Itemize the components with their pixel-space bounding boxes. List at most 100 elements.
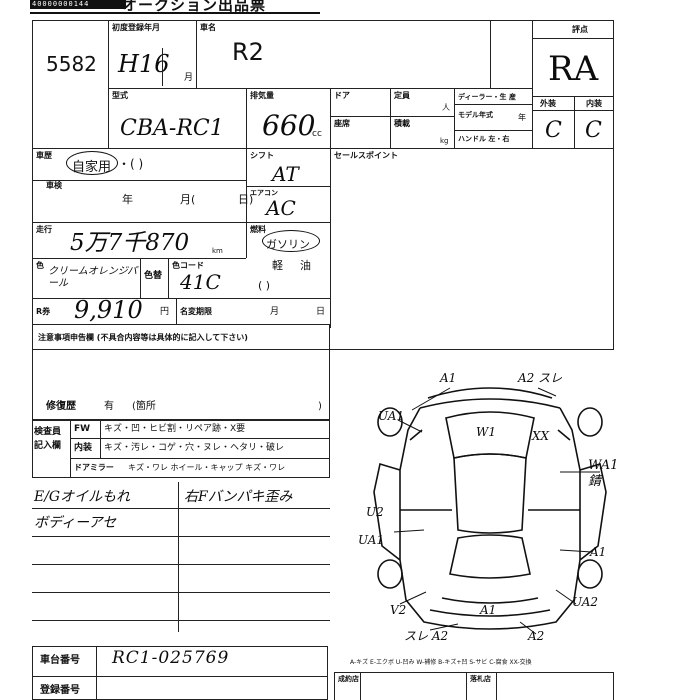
registration-label: 登録番号 bbox=[40, 685, 80, 696]
grid-line bbox=[108, 20, 109, 148]
first-registration-value: H16 bbox=[118, 50, 170, 78]
grid-line bbox=[140, 258, 141, 298]
inspector-row-head: 内装 bbox=[74, 443, 93, 453]
grid-line bbox=[32, 258, 246, 259]
repair-close: ) bbox=[318, 401, 322, 412]
grid-line bbox=[454, 88, 455, 148]
repair-yes: 有 bbox=[104, 401, 114, 412]
damage-mark: A2 bbox=[528, 629, 545, 643]
grade-interior-label: 内装 bbox=[586, 99, 602, 108]
inspector-row-text: キズ・凹・ヒビ割・リペア跡・X要 bbox=[104, 424, 246, 434]
grid-line bbox=[176, 298, 177, 324]
grid-line bbox=[496, 672, 497, 700]
damage-mark: スレ A2 bbox=[404, 629, 449, 643]
load-unit: kg bbox=[440, 137, 449, 145]
usage-label: 車歴 bbox=[36, 151, 52, 160]
repair-label: 修復歴 bbox=[46, 401, 76, 412]
inspector-label-2: 記入欄 bbox=[34, 441, 62, 451]
fuel-light: 軽 bbox=[272, 259, 283, 272]
grid-line bbox=[162, 48, 163, 86]
fuel-paren: ( ) bbox=[258, 279, 271, 292]
grid-line bbox=[70, 458, 330, 459]
fuel-circle bbox=[262, 230, 320, 252]
grid-line bbox=[390, 88, 391, 148]
lot-number: 5582 bbox=[46, 52, 97, 76]
damage-mark: W1 bbox=[476, 425, 496, 439]
damage-mark: U2 bbox=[366, 505, 384, 519]
footer-box bbox=[334, 672, 614, 700]
damage-mark: UA1 bbox=[358, 533, 385, 547]
grid-line bbox=[70, 438, 330, 439]
header-code: 40000000144 bbox=[32, 0, 90, 8]
grid-line bbox=[330, 88, 331, 148]
grid-line bbox=[32, 148, 614, 149]
damage-mark: A1 bbox=[590, 545, 607, 559]
grid-line bbox=[32, 620, 330, 621]
grade-label: 評点 bbox=[572, 25, 588, 34]
grid-line bbox=[532, 20, 533, 148]
inspection-month-unit: 月( bbox=[180, 193, 196, 206]
mileage-value: 5万7千870 bbox=[70, 230, 190, 256]
capacity-label: 定員 bbox=[394, 91, 410, 100]
inspection-day-unit: 日) bbox=[238, 193, 254, 206]
damage-legend: A-キズ E-エクボ U-凹み W-補修 B-キズ+凹 S-サビ C-腐食 XX… bbox=[350, 659, 532, 666]
color-label: 色 bbox=[36, 261, 44, 270]
grid-line bbox=[32, 676, 328, 677]
grid-line bbox=[32, 222, 330, 223]
model-label: 型式 bbox=[112, 91, 128, 100]
grid-line bbox=[454, 130, 532, 131]
grid-line bbox=[246, 88, 247, 148]
color-code-header: 色コード bbox=[172, 261, 204, 270]
recycle-label: R券 bbox=[36, 307, 51, 316]
capacity-unit: 人 bbox=[442, 103, 450, 112]
color-code-label: 色替 bbox=[144, 271, 163, 281]
grid-line bbox=[178, 482, 179, 632]
model-year-label: モデル年式 bbox=[458, 111, 493, 119]
fuel-diesel: 油 bbox=[300, 259, 311, 272]
header-title: オークション出品票 bbox=[122, 0, 267, 14]
grade-interior-value: C bbox=[585, 118, 602, 143]
load-label: 積載 bbox=[394, 119, 410, 128]
grid-line bbox=[70, 420, 71, 478]
repair-location: (箇所 bbox=[132, 401, 156, 412]
grid-line bbox=[32, 508, 330, 509]
damage-mark: V2 bbox=[390, 603, 407, 617]
mileage-unit: km bbox=[212, 247, 223, 255]
footer-label-b: 落札店 bbox=[470, 675, 491, 683]
grid-line bbox=[246, 186, 330, 187]
inspection-label: 車検 bbox=[46, 181, 62, 190]
doors-label: ドア bbox=[334, 91, 350, 100]
grid-line bbox=[246, 148, 247, 258]
grid-line bbox=[32, 564, 330, 565]
grid-line bbox=[32, 536, 330, 537]
grade-exterior-value: C bbox=[545, 118, 562, 143]
grade-value: RA bbox=[548, 49, 599, 89]
displacement-value: 660 bbox=[262, 109, 316, 142]
color-value: クリームオレンジパール bbox=[48, 266, 138, 289]
damage-mark: XX bbox=[532, 429, 550, 443]
inspector-label-1: 検査員 bbox=[34, 427, 62, 437]
footer-label-a: 成約店 bbox=[338, 675, 359, 683]
grid-line bbox=[96, 646, 97, 700]
handwritten-note: 右Fバンパキ歪み bbox=[184, 489, 293, 505]
grid-line bbox=[454, 104, 532, 105]
header-black-bar bbox=[30, 0, 126, 9]
shift-label: シフト bbox=[250, 151, 274, 160]
grid-line bbox=[196, 20, 197, 88]
seats-label: 座席 bbox=[334, 119, 350, 128]
usage-circle bbox=[66, 151, 118, 175]
ac-label: エアコン bbox=[250, 189, 278, 197]
usage-rest: ・( ) bbox=[118, 157, 144, 171]
grid-line bbox=[108, 88, 532, 89]
sales-point-label: セールスポイント bbox=[334, 151, 398, 160]
grid-line bbox=[100, 420, 101, 458]
displacement-unit: cc bbox=[312, 129, 322, 139]
grid-line bbox=[32, 592, 330, 593]
damage-mark: A2 スレ bbox=[518, 371, 563, 385]
header-title-line bbox=[30, 12, 320, 14]
model-year-unit: 年 bbox=[518, 113, 526, 122]
fuel-label: 燃料 bbox=[250, 225, 266, 234]
dealer-label: ディーラー・生 産 bbox=[458, 93, 516, 101]
first-registration-label: 初度登録年月 bbox=[112, 23, 160, 32]
inspector-row-text: キズ・ワレ ホイール・キャップ キズ・ワレ bbox=[128, 463, 286, 472]
